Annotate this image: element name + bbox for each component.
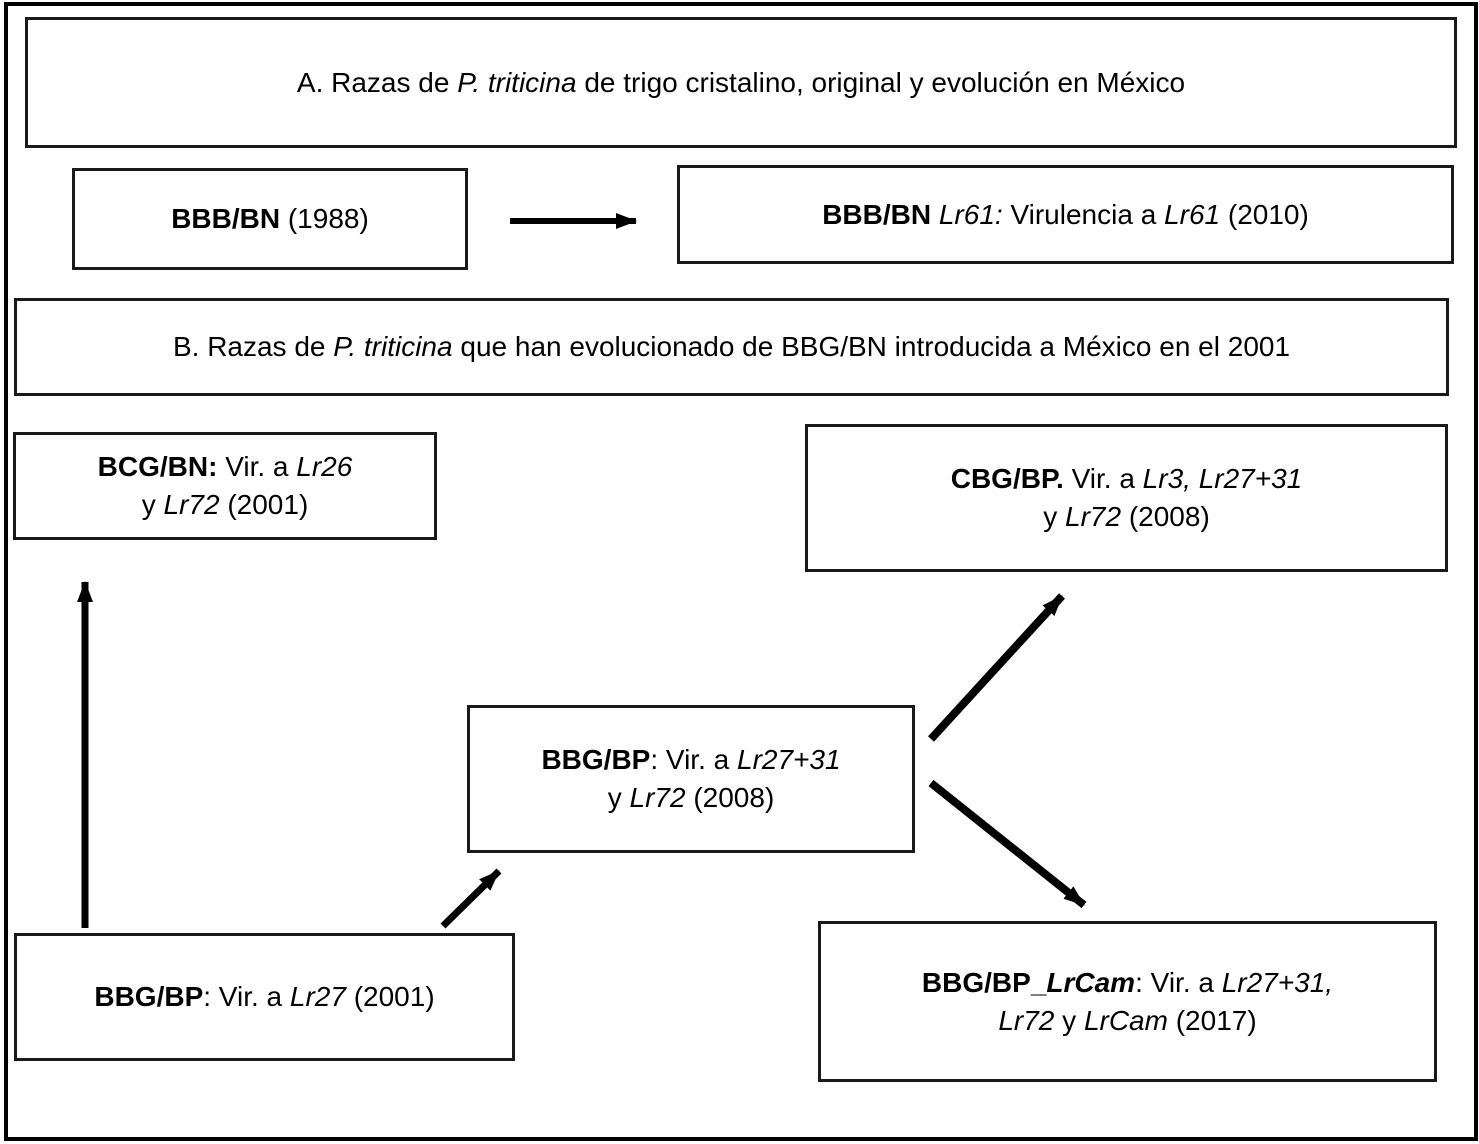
box-bbg-bp-2001: BBG/BP: Vir. a Lr27 (2001) bbox=[14, 933, 515, 1061]
panel-a-title-box: A. Razas de P. triticina de trigo crista… bbox=[25, 17, 1457, 148]
box-bbb-bn-1988-text: BBB/BN (1988) bbox=[171, 203, 369, 234]
box-bcg-bn-2001-line1: BCG/BN: Vir. a Lr26 bbox=[97, 451, 353, 482]
box-bbg-bp-2008-line1: BBG/BP: Vir. a Lr27+31 bbox=[541, 744, 841, 775]
box-cbg-bp-2008-line1: CBG/BP. Vir. a Lr3, Lr27+31 bbox=[950, 463, 1303, 494]
box-bbg-bp-lrcam-2017: BBG/BP_LrCam: Vir. a Lr27+31, Lr72 y LrC… bbox=[818, 921, 1437, 1082]
box-bcg-bn-2001-line2: y Lr72 (2001) bbox=[141, 489, 309, 520]
box-bbg-bp-lrcam-2017-line1: BBG/BP_LrCam: Vir. a Lr27+31, bbox=[921, 966, 1334, 998]
box-cbg-bp-2008: CBG/BP. Vir. a Lr3, Lr27+31 y Lr72 (2008… bbox=[805, 424, 1448, 572]
box-bbb-bn-lr61-2010: BBB/BN Lr61: Virulencia a Lr61 (2010) bbox=[677, 165, 1454, 264]
box-bbg-bp-2008-line2: y Lr72 (2008) bbox=[607, 782, 775, 813]
box-bbb-bn-1988: BBB/BN (1988) bbox=[72, 168, 468, 270]
box-bbg-bp-2008: BBG/BP: Vir. a Lr27+31 y Lr72 (2008) bbox=[467, 705, 915, 853]
panel-b-title: B. Razas de P. triticina que han evoluci… bbox=[172, 331, 1291, 362]
panel-a-title: A. Razas de P. triticina de trigo crista… bbox=[296, 66, 1186, 98]
box-bbg-bp-lrcam-2017-line2: Lr72 y LrCam (2017) bbox=[998, 1004, 1257, 1036]
box-cbg-bp-2008-line2: y Lr72 (2008) bbox=[1043, 501, 1210, 532]
box-bcg-bn-2001: BCG/BN: Vir. a Lr26 y Lr72 (2001) bbox=[13, 432, 437, 540]
panel-b-title-box: B. Razas de P. triticina que han evoluci… bbox=[14, 298, 1449, 396]
outer-frame bbox=[4, 2, 1478, 1141]
box-bbb-bn-lr61-2010-text: BBB/BN Lr61: Virulencia a Lr61 (2010) bbox=[822, 198, 1309, 230]
box-bbg-bp-2001-text: BBG/BP: Vir. a Lr27 (2001) bbox=[94, 981, 435, 1012]
